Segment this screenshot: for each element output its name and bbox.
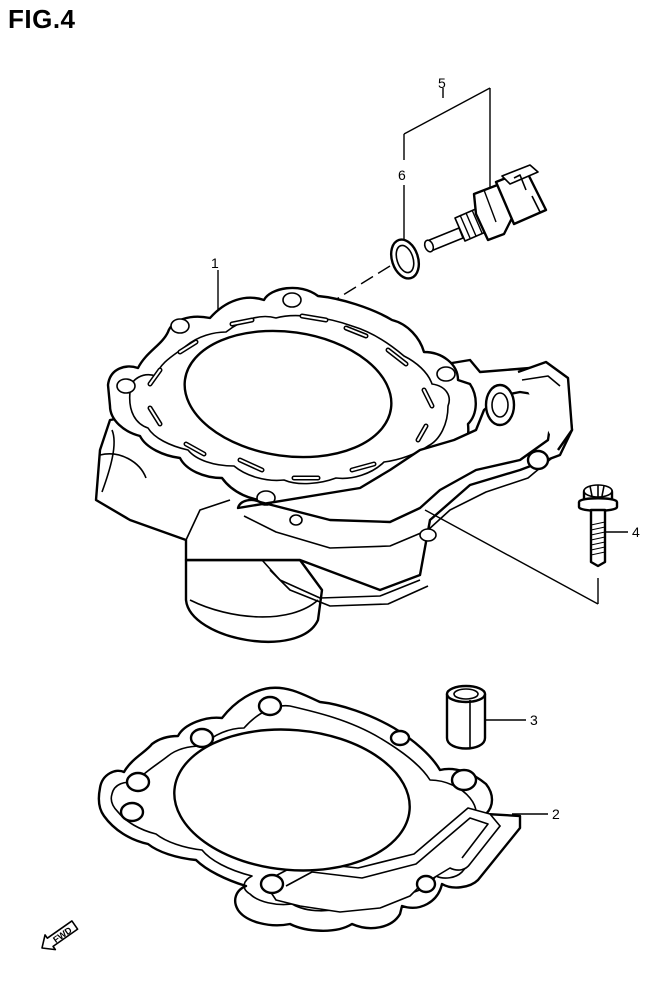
callout-label-2: 2 [552,806,560,822]
cylinder-base-gasket-part [97,686,522,932]
callout-5-leader [403,87,491,240]
callout-label-5: 5 [438,75,446,91]
cylinder-part [94,286,574,643]
figure-title: FIG.4 [8,4,76,34]
dowel-pin-part [445,684,487,750]
callout-4-leader [424,509,628,605]
flange-bolt-part [577,484,619,568]
callout-label-4: 4 [632,524,640,540]
callout-label-1: 1 [211,255,219,271]
temperature-sensor-part [423,164,548,253]
o-ring-part [389,238,421,280]
callout-label-6: 6 [398,167,406,183]
callout-label-3: 3 [530,712,538,728]
forward-direction-arrow: FWD [41,920,79,951]
assembly-dashed-line [334,265,391,301]
